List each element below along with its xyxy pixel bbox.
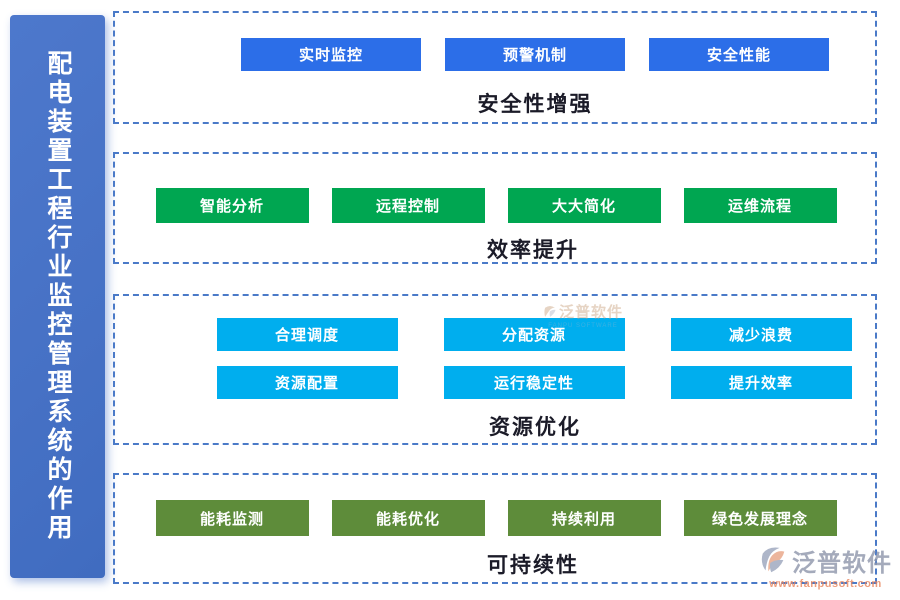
- feature-button: 大大简化: [507, 188, 661, 223]
- fanpu-logo: 泛普软件 www.fanpusoft.com: [759, 543, 892, 590]
- feature-button: 资源配置: [216, 366, 398, 399]
- button-row: 实时监控预警机制安全性能: [195, 38, 875, 71]
- page-title: 配电装置工程行业监控管理系统的作用: [44, 50, 72, 543]
- button-row: 资源配置 运行稳定性 提升效率: [193, 366, 875, 399]
- fanpu-logo-text: 泛普软件: [792, 550, 892, 577]
- feature-button: 持续利用: [507, 500, 661, 536]
- section-label-resources: 资源优化: [489, 415, 581, 439]
- feature-button: 智能分析: [155, 188, 309, 223]
- button-area: 智能分析远程控制大大简化运维流程: [115, 188, 875, 223]
- section-label-security: 安全性增强: [477, 92, 593, 116]
- feature-button: 远程控制: [331, 188, 485, 223]
- section-resources: 合理调度 分配资源 减少浪费资源配置 运行稳定性 提升效率 资源优化: [113, 294, 877, 445]
- feature-button: 能耗监测: [155, 500, 309, 536]
- feature-button: 能耗优化: [331, 500, 485, 536]
- feature-button: 分配资源: [443, 318, 625, 351]
- section-sustainability: 能耗监测能耗优化持续利用绿色发展理念 可持续性: [113, 473, 877, 584]
- section-efficiency: 智能分析远程控制大大简化运维流程 效率提升: [113, 152, 877, 264]
- section-label-sustainability: 可持续性: [487, 553, 579, 577]
- feature-button: 提升效率: [670, 366, 852, 399]
- feature-button: 运行稳定性: [443, 366, 625, 399]
- button-area: 能耗监测能耗优化持续利用绿色发展理念: [115, 500, 875, 536]
- fanpu-logo-icon: [761, 547, 785, 572]
- feature-button: 合理调度: [216, 318, 398, 351]
- feature-button: 预警机制: [445, 38, 625, 71]
- left-title-bar: 配电装置工程行业监控管理系统的作用: [10, 15, 105, 578]
- feature-button: 减少浪费: [670, 318, 852, 351]
- fanpu-logo-url: www.fanpusoft.com: [769, 578, 882, 590]
- feature-button: 绿色发展理念: [683, 500, 837, 536]
- feature-button: 安全性能: [649, 38, 829, 71]
- button-area: 合理调度 分配资源 减少浪费资源配置 运行稳定性 提升效率: [115, 318, 875, 399]
- button-row: 能耗监测能耗优化持续利用绿色发展理念: [117, 500, 875, 536]
- section-security: 实时监控预警机制安全性能 安全性增强: [113, 11, 877, 124]
- button-row: 智能分析远程控制大大简化运维流程: [117, 188, 875, 223]
- section-label-efficiency: 效率提升: [487, 238, 579, 262]
- feature-button: 运维流程: [683, 188, 837, 223]
- button-row: 合理调度 分配资源 减少浪费: [193, 318, 875, 351]
- feature-button: 实时监控: [241, 38, 421, 71]
- button-area: 实时监控预警机制安全性能: [115, 38, 875, 71]
